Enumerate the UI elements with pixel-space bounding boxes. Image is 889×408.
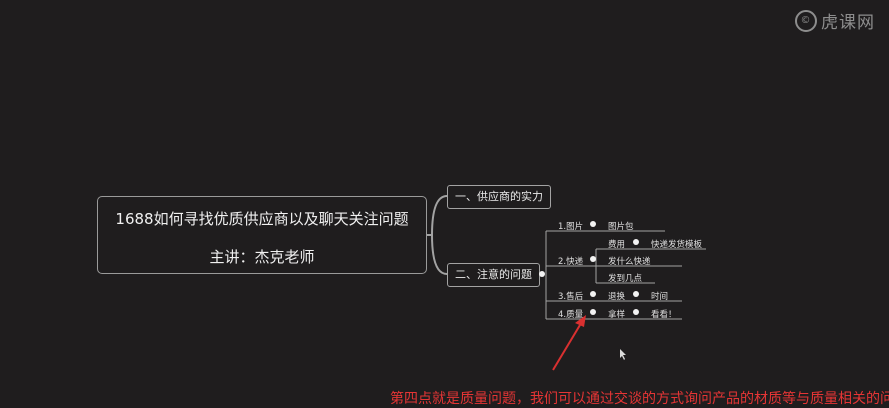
branch-issues[interactable]: 二、注意的问题 (447, 263, 540, 287)
issue-label-express[interactable]: 2.快递 (558, 257, 584, 267)
watermark-logo: © (795, 9, 817, 32)
subtitle-caption: 第四点就是质量问题，我们可以通过交谈的方式询问产品的材质等与质量相关的问题，我 (390, 391, 889, 407)
root-node[interactable]: 1688如何寻找优质供应商以及聊天关注问题 主讲：杰克老师 (97, 196, 427, 274)
root-title: 1688如何寻找优质供应商以及聊天关注问题 (115, 210, 409, 228)
sub-item-fee-dot[interactable] (633, 239, 639, 245)
sub-item-fee[interactable]: 费用 (608, 240, 626, 250)
watermark: © 虎课网 (795, 8, 875, 33)
sub-item-sample-dot[interactable] (633, 309, 639, 315)
connector-root-branch1 (427, 195, 448, 236)
branch-supplier-strength[interactable]: 一、供应商的实力 (447, 185, 551, 209)
issue-label-quality[interactable]: 4.质量 (558, 310, 584, 320)
sub-item-time[interactable]: 时间 (651, 292, 669, 302)
sub-item-shipping-template[interactable]: 快递发货模板 (651, 240, 703, 250)
connector-root-branch2 (427, 234, 448, 275)
sub-item-ship-time[interactable]: 发到几点 (608, 274, 643, 284)
issue-aftersale-dot[interactable] (590, 291, 596, 297)
root-subtitle: 主讲：杰克老师 (209, 248, 315, 266)
sub-item-return[interactable]: 退换 (608, 292, 626, 302)
branch-issues-collapse-dot[interactable] (539, 271, 545, 277)
sub-item-image-pack[interactable]: 图片包 (608, 222, 634, 232)
watermark-text: 虎课网 (821, 13, 875, 33)
mouse-cursor-icon (620, 349, 626, 360)
issue-label-aftersale[interactable]: 3.售后 (558, 292, 584, 302)
issue-express-dot[interactable] (590, 256, 596, 262)
red-arrow-shaft (552, 319, 584, 371)
issue-quality-dot[interactable] (590, 309, 596, 315)
issue-image-dot[interactable] (590, 221, 596, 227)
sub-item-sample[interactable]: 拿样 (608, 310, 626, 320)
issue-label-image[interactable]: 1.图片 (558, 222, 584, 232)
sub-item-take-a-look[interactable]: 看看！ (651, 310, 677, 320)
sub-item-which-courier[interactable]: 发什么快递 (608, 257, 651, 267)
red-arrow-head (575, 315, 586, 327)
sub-item-return-dot[interactable] (633, 291, 639, 297)
